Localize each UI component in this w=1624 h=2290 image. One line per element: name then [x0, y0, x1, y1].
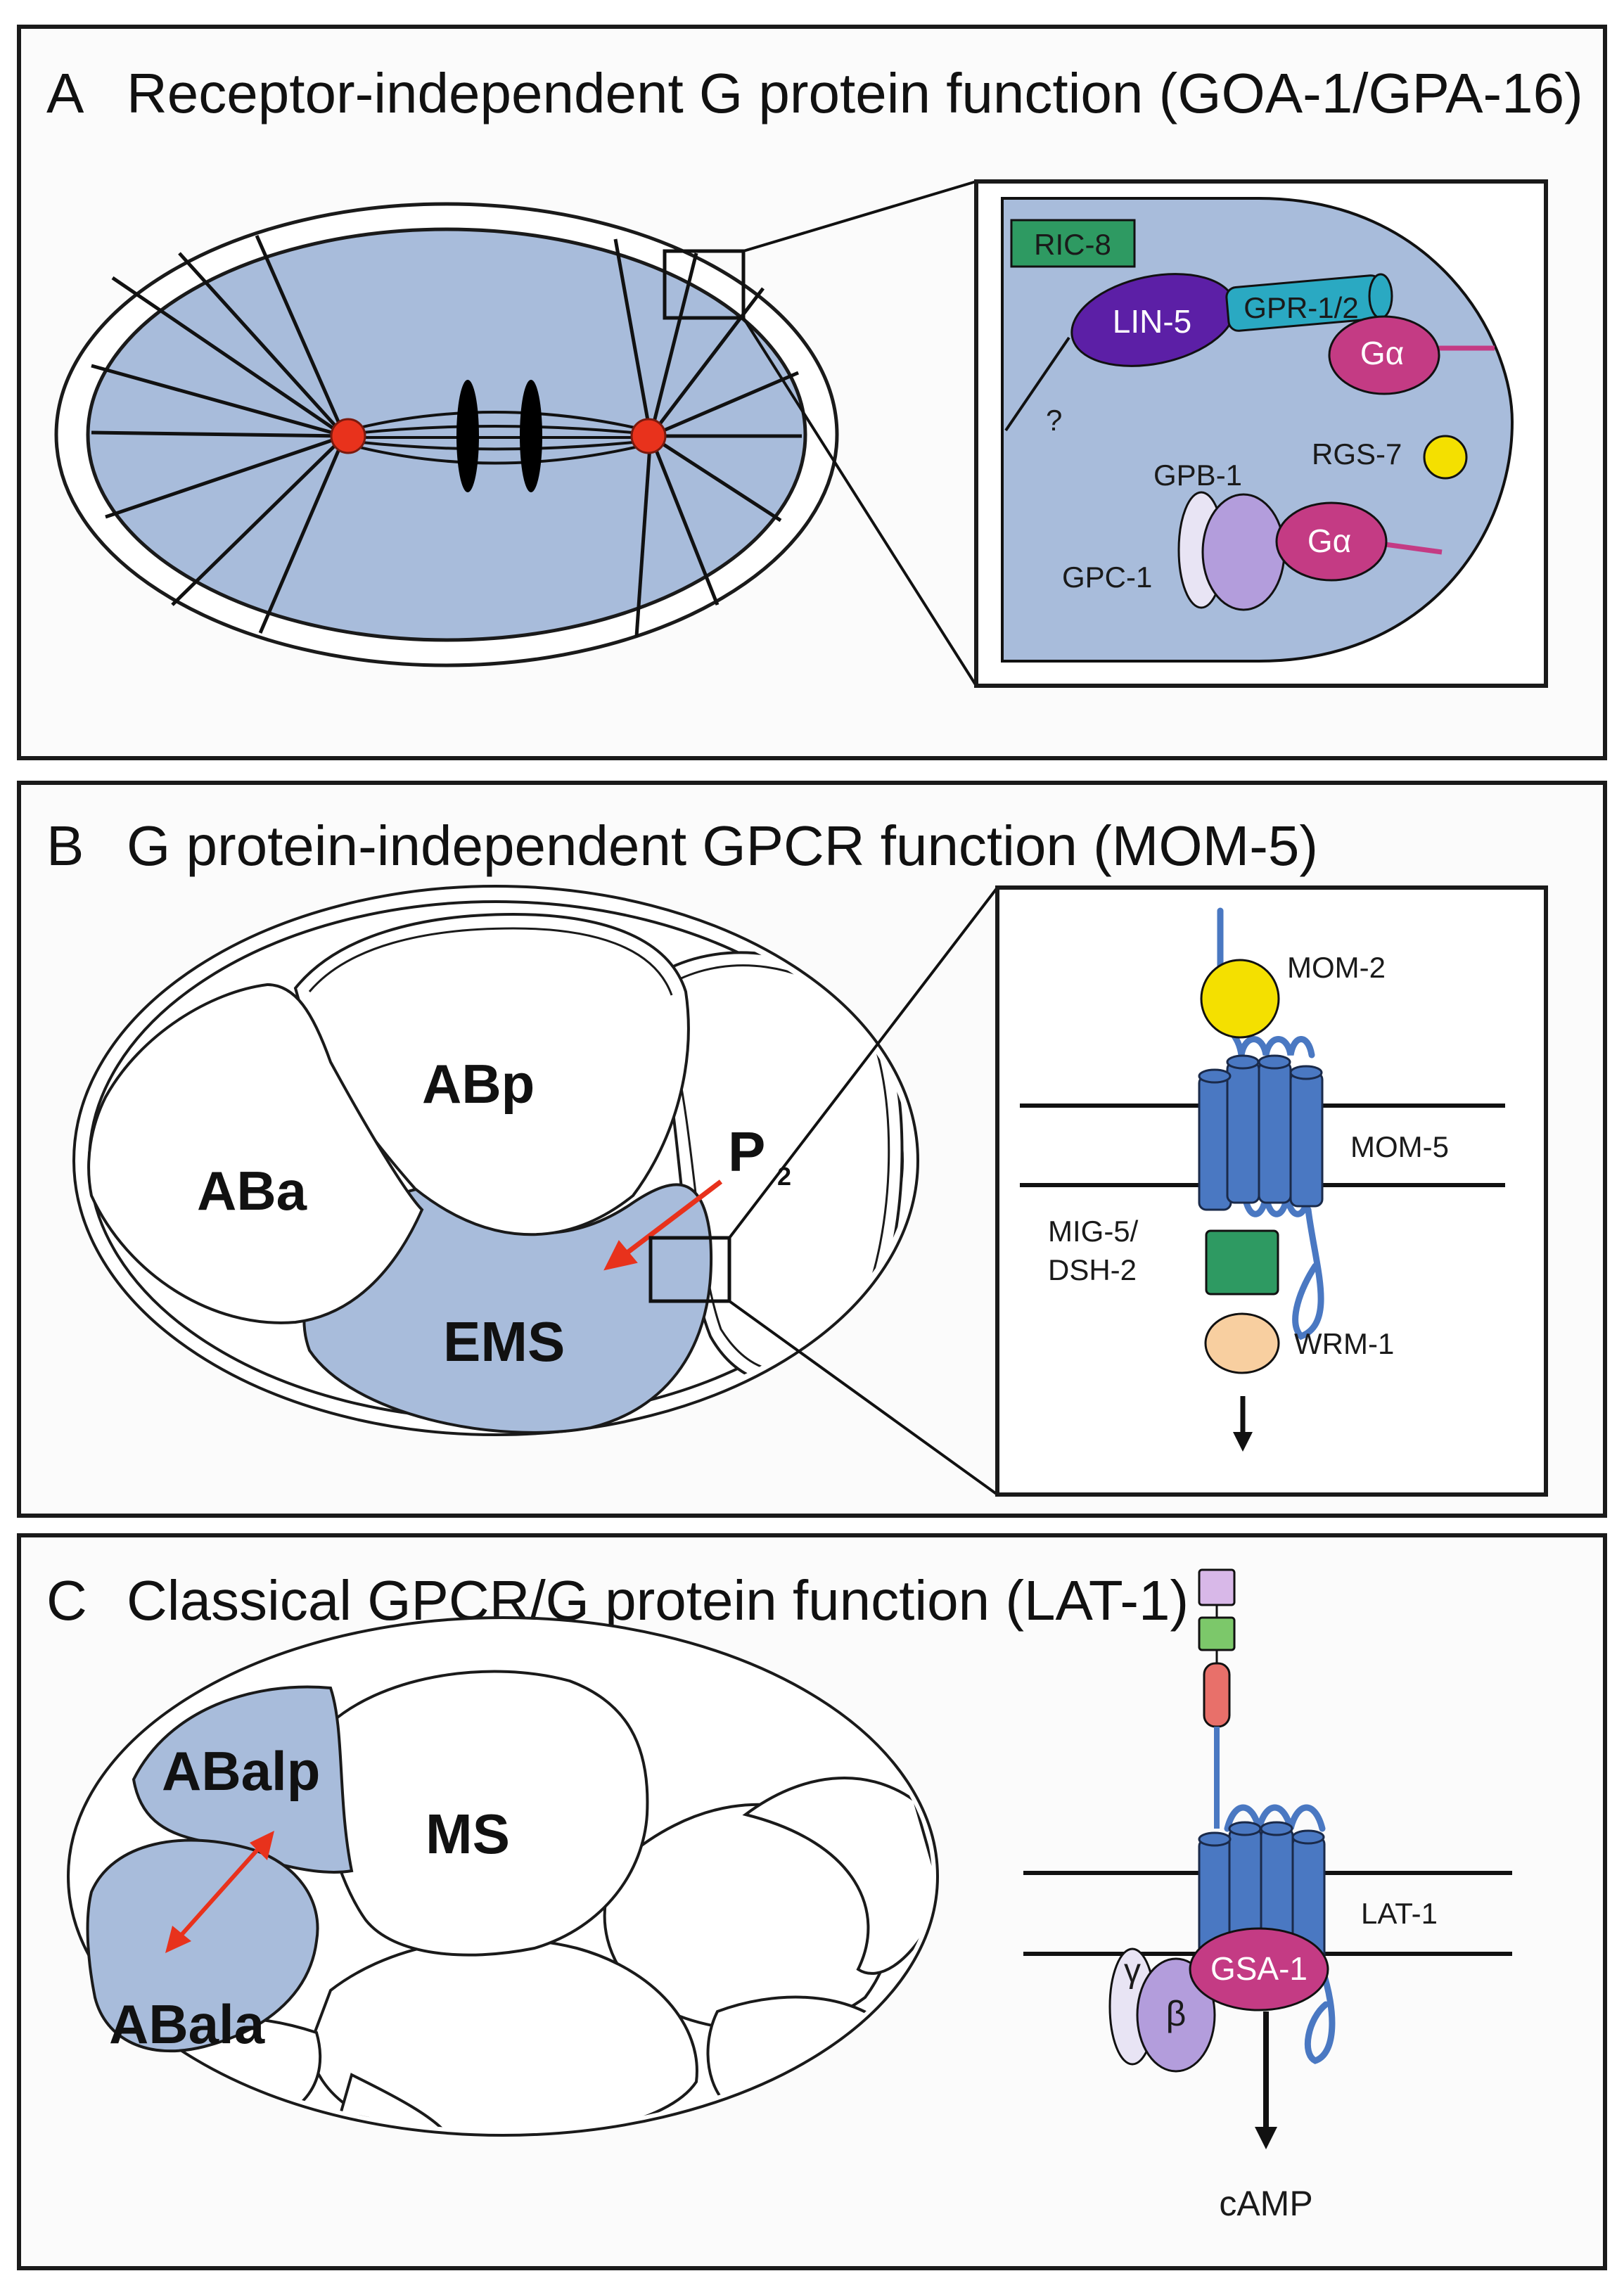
arrowhead-up	[250, 1831, 274, 1860]
ligand-domain-bottom	[1203, 1662, 1231, 1728]
cell-label-abala: ABala	[109, 1993, 265, 2055]
panel-b-inset: MOM-2 MOM-5 MIG-5/ DSH-2 WRM-1	[995, 885, 1548, 1497]
ric8-label: RIC-8	[1034, 228, 1111, 261]
mom5-receptor	[1198, 1054, 1324, 1211]
chromosome-left	[456, 380, 479, 492]
cell-label-abalp: ABalp	[162, 1740, 320, 1802]
gpc1-label: GPC-1	[1062, 561, 1152, 594]
zoom-line-a-bottom	[742, 316, 978, 687]
astral-microtubules	[91, 234, 802, 637]
gpr-label: GPR-1/2	[1243, 291, 1358, 324]
ligand-domain-mid	[1198, 1616, 1236, 1651]
panel-c: C Classical GPCR/G protein function (LAT…	[17, 1533, 1607, 2270]
mig5-label-line2: DSH-2	[1048, 1253, 1137, 1286]
panel-b-letter: B	[46, 814, 84, 877]
rgs7-label: RGS-7	[1312, 437, 1402, 471]
cell-label-ms: MS	[426, 1803, 510, 1865]
galpha-bottom-shape	[1275, 501, 1388, 582]
zoom-line-b-top	[728, 886, 999, 1239]
arrowhead-down	[165, 1926, 191, 1953]
four-cell-embryo: ABa ABp P 2 EMS	[72, 885, 919, 1436]
chromosome-right	[520, 380, 542, 492]
abp-cell	[293, 912, 690, 1236]
zoom-line-a-top	[743, 180, 977, 252]
lin5-tether	[1004, 336, 1070, 432]
rgs7-shape	[1423, 435, 1468, 480]
mom2-label: MOM-2	[1287, 951, 1386, 984]
gpb1-label: GPB-1	[1153, 459, 1242, 492]
cell-label-p2: P	[728, 1120, 765, 1183]
camp-label: cAMP	[1219, 2184, 1312, 2223]
galpha-top-shape	[1328, 315, 1440, 395]
beta-label: β	[1166, 1994, 1187, 2033]
gsa1-shape	[1189, 1927, 1329, 2011]
panel-a-inset: RIC-8 ? LIN-5 GPR-1/2 Gα RGS-7 GPB-1 GPC…	[974, 179, 1548, 688]
panel-a: A Receptor-independent G protein functio…	[17, 25, 1607, 760]
abala-cell	[86, 1838, 319, 2053]
mig5-label-line1: MIG-5/	[1048, 1215, 1139, 1248]
posterior-cell-2	[742, 1777, 932, 1975]
wrm1-shape	[1204, 1312, 1280, 1374]
cell-label-aba: ABa	[197, 1160, 307, 1222]
centrosome-anterior	[330, 418, 366, 454]
question-mark: ?	[1046, 404, 1062, 437]
cell-label-ems: EMS	[443, 1310, 565, 1373]
ms-cell	[321, 1670, 649, 1957]
gpb1-shape	[1201, 493, 1286, 611]
lat1-label: LAT-1	[1361, 1897, 1438, 1930]
ric8-box	[1010, 219, 1136, 268]
lin5-label: LIN-5	[1113, 303, 1191, 340]
gpr-1-2-shape	[1225, 273, 1393, 332]
gamma-label: γ	[1124, 1952, 1141, 1990]
beta-shape	[1136, 1957, 1216, 2073]
cell-label-abp: ABp	[422, 1053, 535, 1115]
signal-arrow-abala-abalp	[174, 1841, 266, 1943]
one-cell-embryo	[54, 202, 839, 667]
ems-cell	[302, 1183, 712, 1434]
panel-b-title: G protein-independent GPCR function (MOM…	[127, 814, 1318, 877]
mig5-shape	[1205, 1229, 1279, 1296]
zoom-box-a	[663, 249, 746, 320]
multicell-embryo: ABalp MS ABala	[67, 1616, 939, 2137]
panel-c-lat1-diagram: LAT-1 γ β GSA-1 cAMP	[1023, 1568, 1512, 2223]
panel-a-letter: A	[46, 62, 84, 124]
panel-c-title: Classical GPCR/G protein function (LAT-1…	[127, 1569, 1189, 1632]
mom2-shape	[1200, 959, 1280, 1039]
zoom-box-b	[648, 1236, 731, 1303]
gsa1-label: GSA-1	[1210, 1950, 1307, 1987]
wrm1-label: WRM-1	[1294, 1327, 1394, 1360]
signal-arrowhead	[603, 1240, 638, 1271]
mom5-label: MOM-5	[1350, 1130, 1449, 1163]
galpha-bottom-label: Gα	[1307, 523, 1351, 559]
aba-cell	[87, 983, 424, 1324]
signal-arrow-p2-to-ems	[617, 1179, 723, 1261]
spindle-microtubules	[347, 411, 648, 465]
ligand-domain-top	[1198, 1568, 1236, 1606]
abp-cell-inner	[308, 927, 673, 996]
centrosome-posterior	[630, 418, 667, 454]
panel-b: B G protein-independent GPCR function (M…	[17, 781, 1607, 1518]
panel-a-title: Receptor-independent G protein function …	[127, 62, 1583, 124]
panel-c-letter: C	[46, 1569, 87, 1632]
zoom-line-b-bottom	[728, 1300, 999, 1496]
galpha-top-label: Gα	[1360, 335, 1404, 371]
